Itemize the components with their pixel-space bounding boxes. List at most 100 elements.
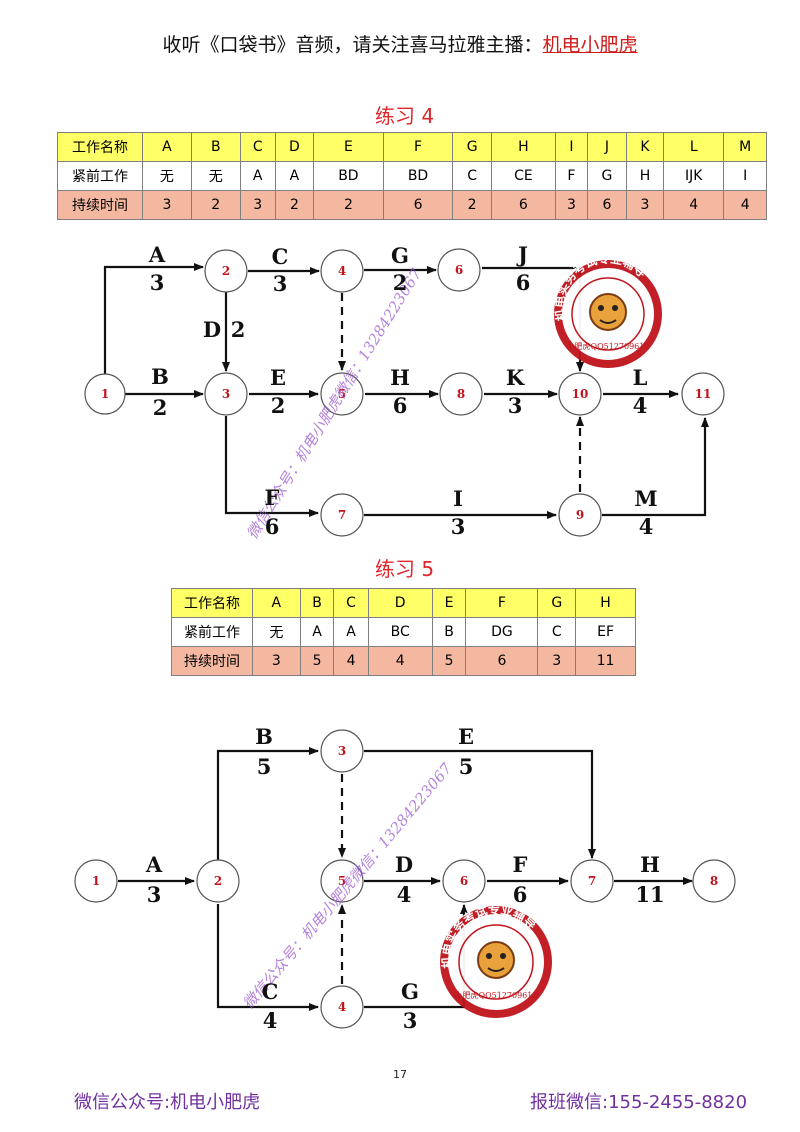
header-text: 收听《口袋书》音频，请关注喜马拉雅主播：	[162, 34, 543, 56]
node-label: 8	[710, 874, 718, 888]
table-cell: L	[663, 132, 725, 162]
node-circle	[558, 493, 602, 537]
table-cell: 6	[490, 190, 556, 220]
node-circle	[84, 373, 126, 415]
exercise-5-network-diagram: 1 2 3 4 5 6 7 8 微信公众号：机电小肥虎微信：1328422306…	[74, 724, 736, 1033]
node-circle	[204, 249, 248, 293]
node-label: 8	[457, 387, 465, 401]
edge-label-a: A	[145, 852, 163, 877]
table-cell: I	[723, 161, 767, 191]
table-cell: C	[537, 617, 577, 647]
table-cell: 3	[239, 190, 276, 220]
node-circle	[558, 372, 602, 416]
table-cell: H	[575, 588, 636, 618]
table-cell: 6	[587, 190, 627, 220]
node-circle	[320, 985, 364, 1029]
edge-duration-j: 6	[516, 270, 531, 295]
node-circle	[320, 372, 364, 416]
node-label: 3	[222, 387, 230, 401]
node-circle	[204, 372, 248, 416]
edge-duration-d: 2	[231, 317, 246, 342]
table-cell: 无	[252, 617, 301, 647]
table-cell: G	[537, 588, 577, 618]
edge-label-j: J	[516, 242, 528, 267]
node-label: 6	[455, 263, 463, 277]
stamp-seal: 机电实务考试专业辅导 小肥虎QQ512709612	[439, 901, 552, 1018]
table-cell: F	[465, 588, 539, 618]
row-label: 工作名称	[57, 132, 143, 162]
table-cell: 2	[452, 190, 492, 220]
table-cell: 3	[252, 646, 301, 676]
table-cell: D	[367, 588, 433, 618]
edge-label-a: A	[148, 242, 166, 267]
table-cell: G	[587, 161, 627, 191]
table-row: 紧前工作 无 无 A A BD BD C CE F G H IJK I	[57, 161, 767, 191]
exercise-4-title: 练习 4	[375, 104, 435, 128]
table-cell: 2	[274, 190, 315, 220]
table-cell: B	[190, 132, 241, 162]
node-circle	[681, 372, 725, 416]
node-circle	[320, 729, 364, 773]
node-label: 9	[576, 508, 584, 522]
row-label: 持续时间	[171, 646, 253, 676]
edge-duration-h: 6	[393, 393, 408, 418]
node-circle	[320, 249, 364, 293]
table-cell: 4	[367, 646, 433, 676]
node-circle	[74, 859, 118, 903]
table-cell: B	[299, 588, 335, 618]
row-label: 工作名称	[171, 588, 253, 618]
table-cell: BD	[313, 161, 384, 191]
table-cell: EF	[575, 617, 636, 647]
table-cell: 3	[537, 646, 577, 676]
activity-arrow-c	[216, 904, 319, 1011]
table-cell: 3	[625, 190, 665, 220]
table-cell: 11	[575, 646, 636, 676]
edge-label-b: B	[255, 724, 273, 749]
edge-label-k: K	[506, 365, 525, 390]
edge-duration-f: 6	[265, 514, 280, 539]
table-cell: K	[625, 132, 665, 162]
edge-label-g: G	[401, 979, 419, 1004]
row-label: 持续时间	[57, 190, 143, 220]
edge-label-d: D	[203, 317, 221, 342]
node-label: 3	[338, 744, 346, 758]
node-label: 4	[338, 264, 346, 278]
node-label: 6	[460, 874, 468, 888]
footer-wechat-account: 微信公众号:机电小肥虎	[74, 1092, 261, 1113]
table-cell: 2	[190, 190, 241, 220]
node-label: 11	[695, 387, 712, 401]
header-highlight: 机电小肥虎	[542, 34, 638, 56]
edge-label-h: H	[390, 365, 410, 390]
table-cell: A	[274, 161, 315, 191]
node-label: 1	[101, 387, 109, 401]
table-cell: A	[239, 161, 276, 191]
edge-duration-e: 2	[271, 393, 286, 418]
node-label: 7	[588, 874, 596, 888]
edge-duration-c: 3	[273, 271, 288, 296]
table-cell: B	[431, 617, 467, 647]
table-cell: 6	[382, 190, 454, 220]
table-cell: J	[587, 132, 627, 162]
node-label: 5	[338, 874, 346, 888]
table-row: 持续时间 3 2 3 2 2 6 2 6 3 6 3 4 4	[57, 190, 767, 220]
table-cell: A	[299, 617, 335, 647]
table-cell: C	[239, 132, 276, 162]
table-cell: 5	[299, 646, 335, 676]
table-cell: 6	[465, 646, 539, 676]
table-cell: H	[490, 132, 556, 162]
exercise-5-table: 工作名称 A B C D E F G H 紧前工作 无 A A BC B DG …	[171, 588, 636, 676]
activity-arrow-f	[224, 416, 319, 517]
node-label: 1	[92, 874, 100, 888]
table-cell: F	[382, 132, 454, 162]
node-label: 5	[338, 387, 346, 401]
edge-label-f: F	[513, 852, 528, 877]
edge-label-i: I	[453, 486, 463, 511]
table-cell: H	[625, 161, 665, 191]
table-cell: I	[554, 132, 589, 162]
edge-label-b: B	[151, 364, 169, 389]
stamp-inner-text: 小肥虎QQ512709612	[455, 990, 538, 1000]
exercise-5-title: 练习 5	[375, 557, 435, 581]
table-cell: D	[274, 132, 315, 162]
activity-arrow-b	[216, 747, 319, 860]
edge-duration-d: 4	[397, 882, 412, 907]
